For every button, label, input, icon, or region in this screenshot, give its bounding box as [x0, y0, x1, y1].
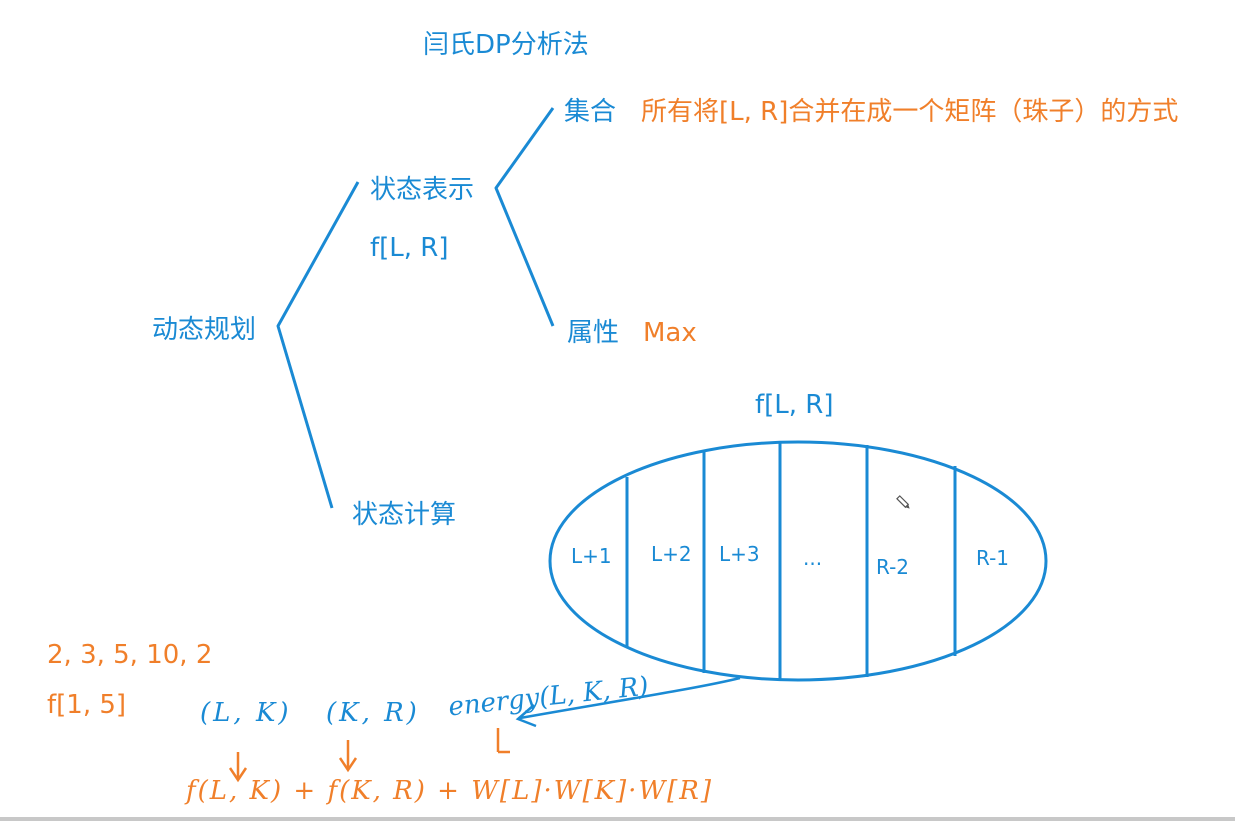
down-arrow-icon	[338, 740, 358, 773]
state-repr-formula: f[L, R]	[370, 233, 449, 263]
partition-cell-label: ...	[803, 546, 823, 570]
down-arrow-icon	[496, 728, 510, 754]
partition-cell-label: L+1	[571, 544, 612, 568]
annotation-arrow	[519, 676, 741, 720]
split-right: (K, R)	[326, 698, 420, 728]
down-arrow-icon	[228, 752, 248, 783]
partition-cell-label: L+2	[651, 542, 692, 566]
page-title: 闫氏DP分析法	[423, 30, 589, 60]
annotation-arrowhead	[515, 704, 537, 728]
brace-state-repr	[494, 107, 555, 327]
bottom-divider	[0, 817, 1235, 821]
brace-root	[276, 181, 360, 509]
state-repr-label: 状态表示	[370, 175, 475, 205]
state-calc-label: 状态计算	[352, 500, 457, 530]
partition-cell-label: R-1	[976, 546, 1010, 570]
example-sequence: 2, 3, 5, 10, 2	[47, 640, 213, 670]
attribute-value: Max	[643, 318, 697, 348]
example-query: f[1, 5]	[47, 690, 127, 720]
partition-cell-label: L+3	[719, 542, 760, 566]
transition-formula: f(L, K) + f(K, R) + W[L]·W[K]·W[R]	[186, 776, 714, 806]
state-set-ellipse	[548, 440, 1048, 682]
partition-cell-label: R-2	[876, 555, 910, 579]
pencil-icon	[896, 495, 910, 509]
set-description: 所有将[L, R]合并在成一个矩阵（珠子）的方式	[641, 97, 1179, 127]
set-label: 集合	[564, 97, 617, 127]
attribute-label: 属性	[567, 318, 620, 348]
split-left: (L, K)	[200, 698, 292, 728]
ellipse-title: f[L, R]	[755, 390, 834, 420]
root-label: 动态规划	[152, 315, 257, 345]
